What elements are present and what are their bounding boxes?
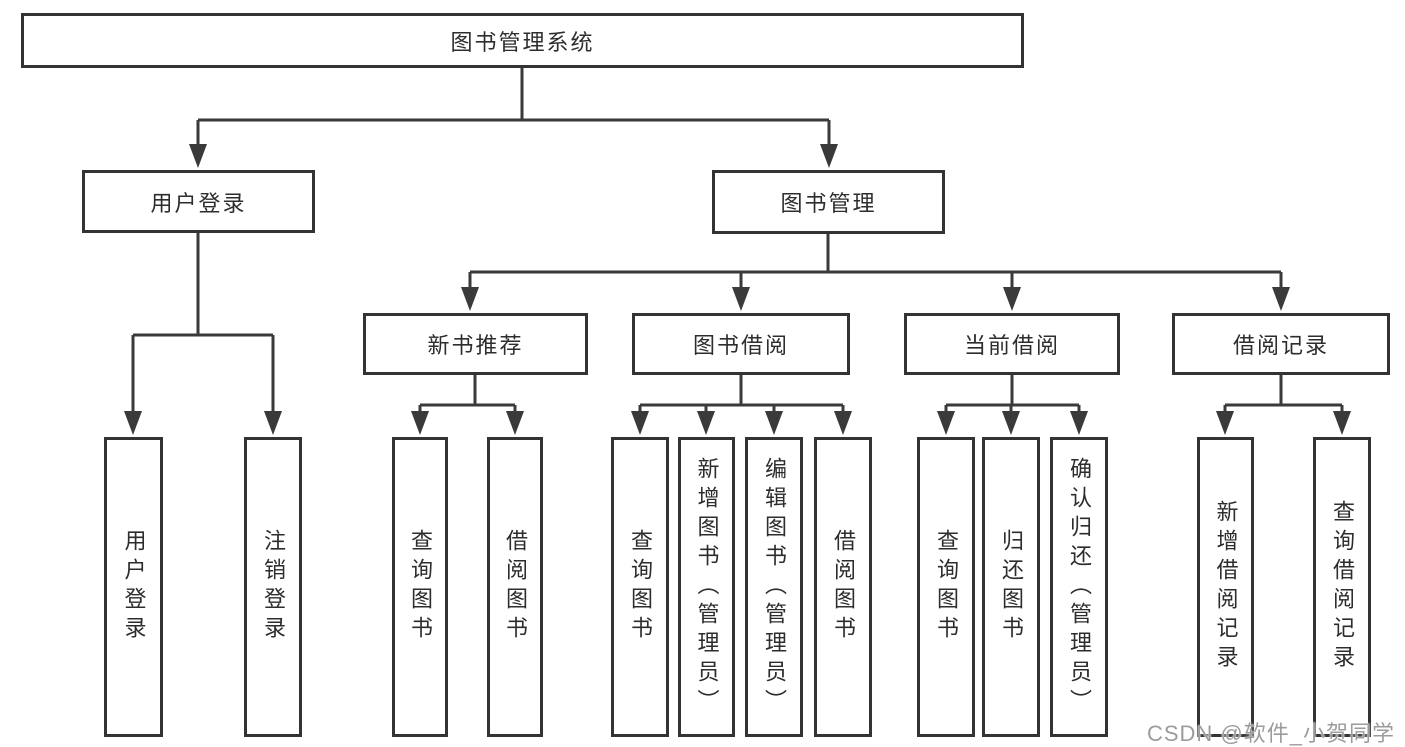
arrow-down-icon: [834, 411, 852, 435]
connector-stems: [131, 68, 1344, 413]
arrow-down-icon: [1002, 411, 1020, 435]
arrow-down-icon: [411, 411, 429, 435]
leaf-borrow-books-borrow-label: 借阅图书: [831, 529, 856, 645]
leaf-borrow-books-recommend-label: 借阅图书: [503, 529, 528, 645]
leaf-borrow-books-borrow: 借阅图书: [814, 437, 872, 737]
leaf-return-books: 归还图书: [982, 437, 1040, 737]
arrow-down-icon: [124, 411, 142, 435]
leaf-user-login: 用户登录: [104, 437, 163, 737]
arrow-down-icon: [1003, 287, 1021, 311]
node-borrow-records: 借阅记录: [1172, 313, 1390, 375]
leaf-query-borrow-record: 查询借阅记录: [1313, 437, 1371, 737]
node-root-label: 图书管理系统: [450, 29, 595, 55]
node-root: 图书管理系统: [21, 13, 1024, 68]
arrow-down-icon: [264, 411, 282, 435]
node-new-book-recommend: 新书推荐: [363, 313, 588, 375]
node-book-management-label: 图书管理: [780, 191, 877, 216]
leaf-user-login-label: 用户登录: [121, 529, 147, 645]
arrow-down-icon: [189, 144, 207, 168]
leaf-return-books-label: 归还图书: [999, 529, 1024, 645]
node-user-login: 用户登录: [82, 170, 315, 233]
leaf-add-borrow-record: 新增借阅记录: [1197, 437, 1254, 737]
leaf-logout: 注销登录: [244, 437, 302, 737]
leaf-edit-book-admin: 编辑图书（管理员）: [745, 437, 803, 737]
leaf-query-books-current: 查询图书: [917, 437, 975, 737]
arrow-down-icon: [506, 411, 524, 435]
arrow-down-icon: [765, 411, 783, 435]
arrow-down-icon: [697, 411, 715, 435]
node-current-borrow-label: 当前借阅: [963, 333, 1060, 358]
node-borrow-records-label: 借阅记录: [1232, 333, 1329, 358]
leaf-confirm-return-admin-label: 确认归还（管理员）: [1067, 456, 1092, 718]
arrow-down-icon: [461, 287, 479, 311]
arrow-down-icon: [1070, 411, 1088, 435]
node-current-borrow: 当前借阅: [904, 313, 1120, 375]
leaf-query-books-recommend: 查询图书: [392, 437, 448, 737]
arrow-down-icon: [1333, 411, 1351, 435]
leaf-query-books-current-label: 查询图书: [934, 529, 959, 645]
watermark: CSDN @软件_小贺同学: [1146, 721, 1395, 746]
node-book-management: 图书管理: [712, 170, 945, 234]
node-user-login-label: 用户登录: [150, 190, 247, 216]
leaf-query-books-recommend-label: 查询图书: [408, 529, 433, 645]
arrow-down-icon: [631, 411, 649, 435]
arrow-down-icon: [937, 411, 955, 435]
leaf-borrow-books-recommend: 借阅图书: [487, 437, 543, 737]
leaf-edit-book-admin-label: 编辑图书（管理员）: [762, 456, 787, 718]
leaf-logout-label: 注销登录: [261, 529, 286, 645]
arrow-down-icon: [732, 287, 750, 311]
leaf-add-borrow-record-label: 新增借阅记录: [1213, 500, 1239, 674]
leaf-confirm-return-admin: 确认归还（管理员）: [1050, 437, 1108, 737]
node-new-book-recommend-label: 新书推荐: [427, 333, 524, 358]
leaf-query-books-borrow: 查询图书: [611, 437, 669, 737]
leaf-query-books-borrow-label: 查询图书: [628, 529, 653, 645]
leaf-query-borrow-record-label: 查询借阅记录: [1330, 500, 1355, 674]
arrow-down-icon: [1272, 287, 1290, 311]
arrow-down-icon: [1216, 411, 1234, 435]
node-book-borrow-label: 图书借阅: [692, 333, 789, 358]
leaf-add-book-admin: 新增图书（管理员）: [678, 437, 735, 737]
arrow-down-icon: [820, 144, 838, 168]
leaf-add-book-admin-label: 新增图书（管理员）: [694, 456, 720, 718]
node-book-borrow: 图书借阅: [632, 313, 850, 375]
